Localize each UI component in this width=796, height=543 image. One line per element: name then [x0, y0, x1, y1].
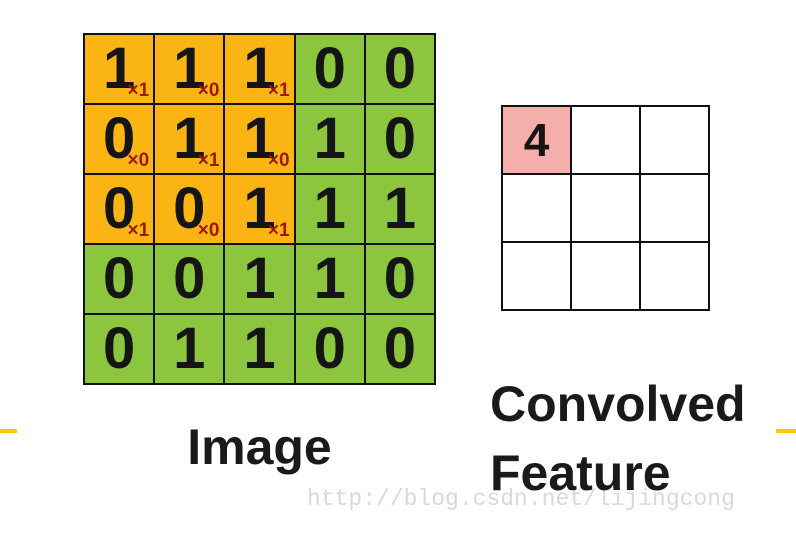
cell-value: 1: [383, 176, 417, 241]
cell-value: 1: [313, 246, 346, 311]
image-grid-caption: Image: [187, 419, 332, 475]
image-cell: 1: [224, 244, 295, 314]
image-cell: 0×0: [84, 104, 155, 174]
cell-value: 1: [173, 106, 206, 171]
left-edge-accent-bar: [0, 429, 17, 433]
cell-value: 0: [383, 316, 417, 381]
feature-cell: [502, 174, 571, 242]
kernel-multiplier: ×1: [267, 220, 290, 241]
cell-value: 0: [383, 106, 417, 171]
feature-cell: [640, 174, 709, 242]
feature-cell: [571, 242, 640, 310]
image-cell: 0: [364, 34, 435, 104]
kernel-multiplier: ×0: [267, 150, 290, 171]
image-cell: 1×1: [224, 34, 295, 104]
image-cell: 0: [84, 314, 155, 384]
feature-cell: [640, 242, 709, 310]
cell-value: 4: [523, 114, 550, 166]
image-cell: 0: [84, 244, 155, 314]
cell-value: 1: [243, 176, 276, 241]
feature-cell: [502, 242, 571, 310]
cell-value: 1: [243, 36, 276, 101]
image-cell: 1×0: [224, 104, 295, 174]
image-cell: 0: [294, 34, 365, 104]
cell-value: 1: [313, 176, 346, 241]
cell-value: 0: [102, 106, 136, 171]
image-cell: 0: [154, 244, 225, 314]
image-cell: 1: [294, 104, 365, 174]
cell-value: 0: [173, 176, 206, 241]
image-cell: 1×1: [154, 104, 225, 174]
right-edge-accent-bar: [776, 429, 796, 433]
feature-cell: [571, 106, 640, 174]
image-cell: 1×1: [84, 34, 155, 104]
image-cell: 1: [294, 174, 365, 244]
cell-value: 1: [243, 246, 276, 311]
cell-value: 0: [383, 36, 417, 101]
image-cell: 0: [364, 104, 435, 174]
image-cell: 1×1: [224, 174, 295, 244]
cell-value: 1: [173, 36, 206, 101]
convolved-feature-grid: 4: [501, 105, 710, 311]
image-cell: 0: [364, 314, 435, 384]
cell-value: 0: [173, 246, 206, 311]
image-cell: 0×0: [154, 174, 225, 244]
image-cell: 1×0: [154, 34, 225, 104]
kernel-multiplier: ×0: [197, 80, 220, 101]
cell-value: 0: [102, 316, 136, 381]
kernel-multiplier: ×0: [197, 220, 220, 241]
kernel-multiplier: ×1: [127, 80, 150, 101]
kernel-multiplier: ×1: [197, 150, 220, 171]
cell-value: 1: [243, 106, 276, 171]
feature-cell: [571, 174, 640, 242]
watermark-url: http://blog.csdn.net/lijingcong: [307, 486, 735, 512]
image-cell: 1: [364, 174, 435, 244]
cell-value: 0: [313, 316, 346, 381]
kernel-multiplier: ×1: [127, 220, 150, 241]
image-cell: 0: [294, 314, 365, 384]
convolved-feature-caption: Convolved Feature: [490, 370, 746, 508]
feature-cell: 4: [502, 106, 571, 174]
cell-value: 1: [313, 106, 346, 171]
cell-value: 0: [313, 36, 346, 101]
image-cell: 1: [224, 314, 295, 384]
kernel-multiplier: ×1: [267, 80, 290, 101]
feature-cell: [640, 106, 709, 174]
cell-value: 0: [102, 246, 136, 311]
convolved-caption-line1: Convolved: [490, 376, 746, 432]
cell-value: 0: [383, 246, 417, 311]
image-cell: 1: [154, 314, 225, 384]
cell-value: 1: [102, 36, 136, 101]
convolved-caption-line2: Feature: [490, 445, 671, 501]
cell-value: 1: [173, 316, 206, 381]
kernel-multiplier: ×0: [127, 150, 150, 171]
cell-value: 1: [243, 316, 276, 381]
cell-value: 0: [102, 176, 136, 241]
image-cell: 0×1: [84, 174, 155, 244]
image-cell: 1: [294, 244, 365, 314]
image-cell: 0: [364, 244, 435, 314]
